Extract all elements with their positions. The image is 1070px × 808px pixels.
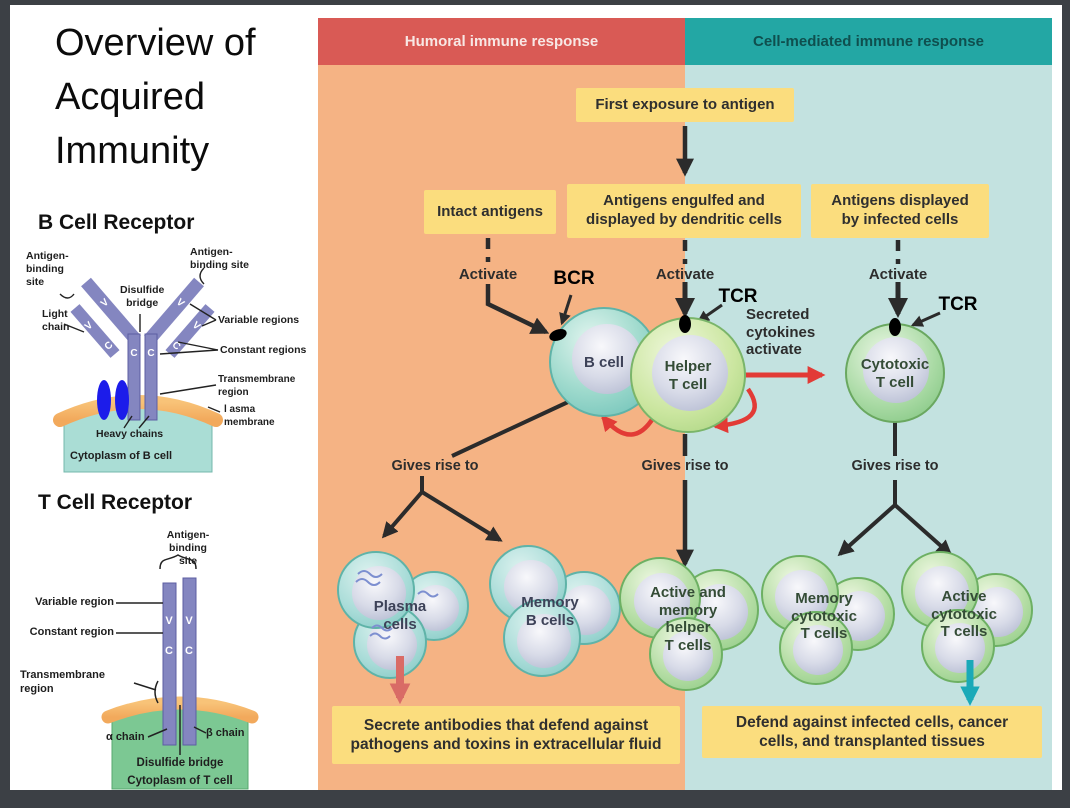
tcr-beta-chain-label: β chain [206, 727, 245, 739]
tcr-receptor-dot-cytotoxic [889, 318, 901, 336]
tcr-heading: T Cell Receptor [38, 491, 193, 514]
region-letter: V [185, 615, 193, 627]
accessory-protein-right [115, 380, 129, 420]
beta-chain-bar [182, 577, 197, 746]
bcr-variable-regions-label: Variable regions [218, 314, 300, 326]
cell-mediated-outcome-box: Defend against infected cells, cancer ce… [702, 706, 1042, 758]
bcr-transmembrane-region-label: Transmembrane region [218, 374, 296, 398]
plasma-cells-label: Plasma cells [373, 598, 427, 633]
antigens-displayed-box: Antigens displayed by infected cells [811, 184, 989, 238]
bcr-structure-graphic: V V C V V C C C [53, 267, 223, 473]
bcr-disulfide-bridge-label: Disulfide bridge [120, 284, 165, 310]
bcr-label: BCR [553, 268, 595, 289]
bcr-heading: B Cell Receptor [38, 211, 195, 234]
gives-rise-label-2: Gives rise to [641, 458, 729, 474]
light-chain-left [70, 304, 120, 358]
bcr-cytoplasm-label: Cytoplasm of B cell [70, 450, 173, 462]
tcr-cytoplasm-label: Cytoplasm of T cell [127, 775, 233, 787]
bcr-diagram: V V C V V C C C Antigen- binding site An… [18, 242, 310, 484]
activate-label-3: Activate [868, 266, 928, 283]
region-letter: C [130, 348, 137, 359]
antigens-engulfed-box: Antigens engulfed and displayed by dendr… [567, 184, 801, 238]
tcr-alpha-chain-label: α chain [106, 731, 145, 743]
cytotoxic-t-cell-graphic [845, 323, 945, 423]
cell-mediated-header: Cell-mediated immune response [685, 18, 1052, 65]
flow-arrows [384, 126, 953, 568]
tcr-variable-region-label: Variable region [35, 596, 114, 608]
bcr-antigen-binding-site-left-label: Antigen- binding site [26, 250, 69, 289]
tcr-diagram: V V C C Antigen- binding site Variable r… [18, 523, 310, 790]
t-cell-membrane-shape [101, 696, 259, 724]
light-chain-right [165, 304, 215, 358]
bcr-pointer-lines [59, 267, 221, 429]
humoral-header: Humoral immune response [318, 18, 685, 65]
gives-rise-label-1: Gives rise to [391, 458, 479, 474]
flowchart-graphics [337, 126, 1033, 706]
memory-cytotoxic-t-cells-label: Memory cytotoxic T cells [791, 590, 857, 643]
active-cytotoxic-t-cells-label: Active cytotoxic T cells [931, 588, 997, 641]
heavy-chain-left [81, 277, 141, 345]
bcr-receptor-dot [549, 328, 567, 342]
tcr-label-helper: TCR [718, 286, 758, 307]
region-letter: C [165, 645, 173, 657]
first-exposure-box: First exposure to antigen [576, 88, 794, 122]
tcr-constant-region-label: Constant region [29, 626, 114, 638]
active-memory-helper-t-cells-graphic [619, 557, 759, 691]
tcr-pointer-lines [116, 554, 207, 755]
bcr-heavy-chains-label: Heavy chains [96, 428, 164, 440]
activate-label-1: Activate [458, 266, 518, 283]
bcr-constant-regions-label: Constant regions [220, 344, 307, 356]
b-cell-label: B cell [583, 354, 625, 371]
memory-b-cells-graphic [489, 545, 621, 677]
tcr-antigen-binding-site-label: Antigen- binding site [166, 529, 210, 568]
bcr-antigen-binding-site-right-label: Antigen- binding site [190, 246, 249, 272]
memory-b-cells-label: Memory B cells [521, 594, 579, 629]
tcr-receptor-dot-helper [679, 315, 691, 333]
plasma-cells-graphic [337, 551, 469, 679]
helper-t-cell-label: Helper T cell [664, 358, 712, 393]
tcr-disulfide-bridge-label: Disulfide bridge [136, 757, 224, 769]
heavy-chain-stem-right [144, 333, 158, 421]
memory-cytotoxic-t-cells-graphic [761, 555, 895, 685]
humoral-outcome-box: Secrete antibodies that defend against p… [332, 706, 680, 764]
secreted-cytokines-label: Secreted cytokines activate [746, 306, 816, 359]
bcr-plasma-membrane-label: l asma membrane [224, 404, 275, 428]
heavy-chain-right [144, 277, 204, 345]
bcr-light-chain-label: Light chain [42, 308, 70, 334]
alpha-chain-bar [162, 582, 177, 746]
tcr-structure-graphic: V V C C [101, 554, 259, 790]
cytotoxic-t-cell-label: Cytotoxic T cell [860, 356, 930, 391]
heavy-chain-stem-left [127, 333, 141, 421]
tcr-label-cytotoxic: TCR [938, 294, 978, 315]
region-letter: V [165, 615, 173, 627]
active-memory-helper-t-cells-label: Active and memory helper T cells [650, 584, 726, 655]
tcr-transmembrane-region-label: Transmembrane region [20, 669, 105, 695]
immunity-flowchart: Humoral immune response Cell-mediated im… [318, 18, 1052, 790]
page-title: Overview of Acquired Immunity [55, 22, 256, 172]
region-letter: C [185, 645, 193, 657]
activate-label-2: Activate [655, 266, 715, 283]
region-letter: C [147, 348, 154, 359]
slide: Overview of Acquired Immunity B Cell Rec… [10, 5, 1062, 790]
gives-rise-label-3: Gives rise to [851, 458, 939, 474]
intact-antigens-box: Intact antigens [424, 190, 556, 234]
accessory-protein-left [97, 380, 111, 420]
